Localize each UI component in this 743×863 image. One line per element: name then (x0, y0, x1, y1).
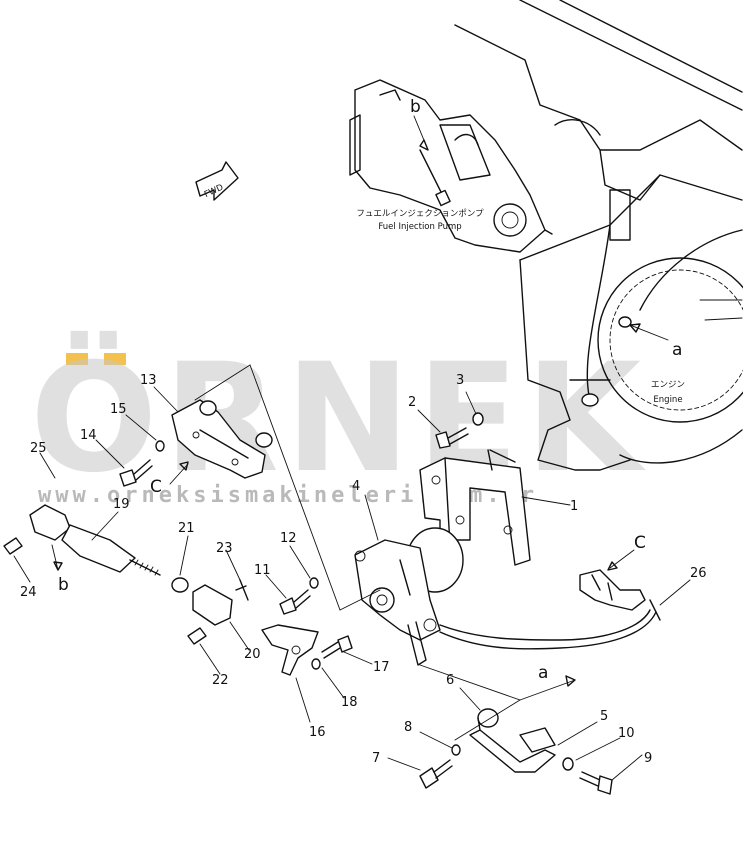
callout-8: 8 (404, 720, 412, 735)
actuator-motor (354, 527, 464, 666)
callout-11: 11 (254, 563, 271, 578)
callout-22: 22 (212, 673, 229, 688)
lever-plate (469, 708, 556, 773)
reference-lines (51, 364, 576, 741)
wire-harness (439, 569, 661, 650)
linkage-rod (29, 504, 249, 626)
letter-c-bracket: C (150, 477, 162, 497)
callout-16: 16 (309, 725, 326, 740)
fwd-arrow: FWD (195, 161, 239, 201)
pump-caption-en: Fuel Injection Pump (378, 222, 461, 232)
callout-3: 3 (456, 373, 464, 388)
letter-b-rod: b (58, 575, 69, 595)
bracket-13 (171, 399, 273, 479)
callout-13: 13 (140, 373, 157, 388)
callout-14: 15 (110, 402, 127, 417)
callout-23: 23 (216, 541, 233, 556)
fuel-injection-pump: b (349, 79, 553, 253)
callout-19: 19 (113, 497, 130, 512)
callout-6: 6 (446, 673, 454, 688)
callout-1: 1 (570, 499, 578, 514)
callout-25: 25 (30, 441, 47, 456)
callout-20: 20 (244, 647, 261, 662)
callout-2: 2 (408, 395, 416, 410)
engine-caption-en: Engine (653, 395, 682, 405)
view-letters: C C b a (58, 477, 646, 683)
callout-18: 18 (341, 695, 358, 710)
callout-21: 21 (178, 521, 195, 536)
engine-caption-jp: エンジン (651, 380, 685, 390)
watermark-accent-left (66, 353, 88, 365)
hardware (3, 412, 613, 795)
callout-12: 12 (280, 531, 297, 546)
engine-block (454, 0, 743, 471)
leader-lines (13, 386, 691, 781)
callout-24: 24 (20, 585, 37, 600)
callout-5: 5 (600, 709, 608, 724)
callout-10: 10 (618, 726, 635, 741)
callout-4: 4 (352, 479, 360, 494)
letter-a-cable: a (538, 663, 548, 683)
lever-arm (261, 624, 319, 676)
callout-9: 9 (644, 751, 652, 766)
callout-15: 14 (80, 428, 97, 443)
letter-b-pump: b (410, 97, 421, 117)
letter-a-engine: a (672, 340, 682, 360)
callout-26: 26 (690, 566, 707, 581)
callout-7: 7 (372, 751, 380, 766)
pump-caption-jp: フュエルインジェクションポンプ (356, 209, 484, 219)
callout-17: 17 (373, 660, 390, 675)
watermark-accent-right (104, 353, 126, 365)
letter-c-connector: C (634, 533, 646, 553)
callouts: 1 2 3 4 5 6 7 8 9 10 11 12 13 15 14 16 1… (20, 373, 707, 766)
